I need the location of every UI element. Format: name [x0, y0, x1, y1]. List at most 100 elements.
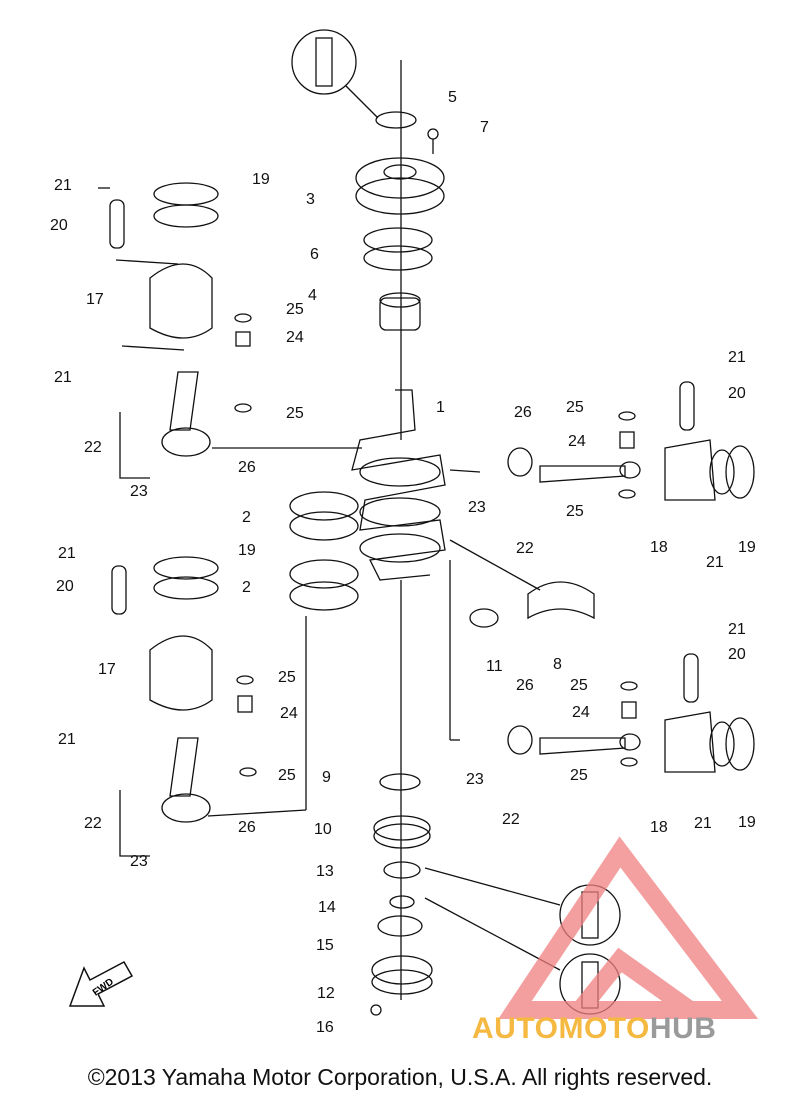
callout-c22a: 22	[84, 439, 102, 456]
callout-c24a: 24	[286, 329, 304, 346]
bearing-4	[379, 297, 421, 331]
bearing-8	[527, 581, 595, 620]
detail-pin-top	[315, 37, 333, 87]
callout-c21g: 21	[728, 621, 746, 638]
copyright-text: ©2013 Yamaha Motor Corporation, U.S.A. A…	[87, 1064, 713, 1090]
callout-c11: 11	[486, 658, 503, 675]
callout-c25c: 25	[278, 669, 296, 686]
bearing-24c	[619, 431, 635, 449]
callout-c24d: 24	[572, 704, 590, 721]
piston-ring-19d	[725, 717, 755, 771]
callout-c23b: 23	[130, 853, 148, 870]
seal-ring-2a	[289, 491, 359, 521]
bearing-26b	[507, 725, 533, 755]
callout-c19c: 19	[738, 539, 756, 556]
seal-ring-2c	[289, 559, 359, 589]
bearing-24a	[235, 331, 251, 347]
callout-c23c: 23	[468, 499, 486, 516]
seal-ring-2b	[289, 511, 359, 541]
callout-c16: 16	[316, 1019, 334, 1036]
callout-c19d: 19	[738, 814, 756, 831]
piston-ring-19b	[153, 556, 219, 580]
piston-ring-19c	[725, 445, 755, 499]
callout-c17a: 17	[86, 291, 104, 308]
callout-c4: 4	[308, 287, 317, 304]
washer-25b	[234, 403, 252, 413]
callout-c19a: 19	[252, 171, 270, 188]
clip-11	[469, 608, 499, 628]
washer-25c	[236, 675, 254, 685]
callout-c10: 10	[314, 821, 332, 838]
washer-25h	[620, 757, 638, 767]
seal-13	[383, 861, 421, 879]
watermark-logo	[498, 836, 759, 1019]
callout-c1: 1	[436, 399, 445, 416]
callout-c20c: 20	[728, 385, 746, 402]
piston-pin-20a	[109, 199, 125, 249]
callout-c25a: 25	[286, 301, 304, 318]
bearing-10	[373, 815, 431, 841]
washer-25g	[620, 681, 638, 691]
callout-c18a: 18	[650, 539, 668, 556]
callout-c23a: 23	[130, 483, 148, 500]
callout-c19b: 19	[238, 542, 256, 559]
callout-c3: 3	[306, 191, 315, 208]
piston-pin-20b	[111, 565, 127, 615]
callout-c25g: 25	[570, 677, 588, 694]
callout-c25d: 25	[278, 767, 296, 784]
fwd-arrow	[68, 960, 134, 1007]
connecting-rod-22c	[539, 465, 626, 483]
callout-c21a: 21	[54, 177, 72, 194]
seal-14	[389, 895, 415, 909]
callout-c20b: 20	[56, 578, 74, 595]
ring-6a	[363, 227, 433, 253]
callout-c26b: 26	[238, 819, 256, 836]
callout-c12: 12	[317, 985, 335, 1002]
piston-ring-19a	[153, 182, 219, 206]
callout-c21c: 21	[58, 545, 76, 562]
callout-c25b: 25	[286, 405, 304, 422]
callout-c25e: 25	[566, 399, 584, 416]
watermark-part1: AUTOMOTO	[472, 1012, 650, 1045]
piston-pin-20d	[683, 653, 699, 703]
callout-c2a: 2	[242, 509, 251, 526]
crankshaft-1	[351, 389, 446, 581]
piston-18b	[664, 711, 716, 773]
washer-25f	[618, 489, 636, 499]
washer-25d	[239, 767, 257, 777]
callout-c21d: 21	[58, 731, 76, 748]
bearing-24d	[621, 701, 637, 719]
bearing-26a	[507, 447, 533, 477]
callout-c26d: 26	[516, 677, 534, 694]
housing-12	[371, 955, 433, 985]
piston-18a	[664, 439, 716, 501]
callout-c26a: 26	[238, 459, 256, 476]
bolt-16	[370, 1004, 382, 1016]
o-ring-15	[377, 915, 423, 937]
callout-c9: 9	[322, 769, 331, 786]
washer-25a	[234, 313, 252, 323]
piston-17a	[149, 263, 213, 339]
callout-c13: 13	[316, 863, 334, 880]
callout-c22c: 22	[516, 540, 534, 557]
callout-c18b: 18	[650, 819, 668, 836]
callout-c25f: 25	[566, 503, 584, 520]
connecting-rod-22d	[539, 737, 626, 755]
callout-c15: 15	[316, 937, 334, 954]
callout-c17b: 17	[98, 661, 116, 678]
callout-c5: 5	[448, 89, 457, 106]
bolt-7	[427, 128, 439, 140]
callout-c14: 14	[318, 899, 336, 916]
oil-seal-5	[375, 111, 417, 129]
callout-c21f: 21	[706, 554, 724, 571]
washer-25e	[618, 411, 636, 421]
callout-c22d: 22	[502, 811, 520, 828]
bearing-24b	[237, 695, 253, 713]
piston-17b	[149, 635, 213, 711]
watermark-text: AUTOMOTOHUB	[472, 1012, 716, 1046]
callout-c7: 7	[480, 119, 489, 136]
callout-c25h: 25	[570, 767, 588, 784]
callout-c24b: 24	[280, 705, 298, 722]
